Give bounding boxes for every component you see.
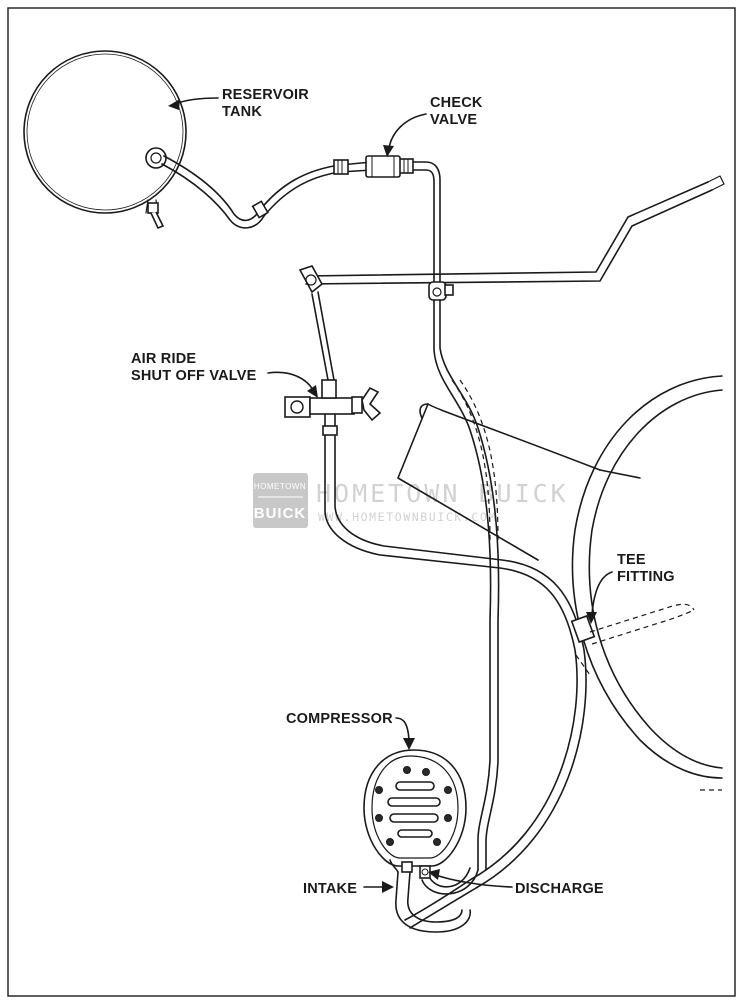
watermark-badge-top: HOMETOWN bbox=[254, 482, 306, 491]
air-ride-shut-off-valve bbox=[284, 379, 382, 436]
label-reservoir-1: RESERVOIR bbox=[222, 87, 309, 103]
check-valve bbox=[365, 155, 401, 178]
label-tee-1: TEE bbox=[617, 552, 646, 568]
watermark: HOMETOWN BUICK HOMETOWN BUICK WWW.HOMETO… bbox=[253, 473, 566, 528]
label-compressor: COMPRESSOR bbox=[286, 711, 393, 727]
page-border bbox=[7, 7, 736, 997]
watermark-badge bbox=[253, 473, 308, 528]
frame-crossmember bbox=[305, 175, 725, 285]
label-air-ride-1: AIR RIDE bbox=[131, 351, 196, 367]
line-clip bbox=[428, 281, 454, 301]
reservoir-tank bbox=[23, 50, 187, 230]
label-check-2: VALVE bbox=[430, 112, 477, 128]
watermark-url: WWW.HOMETOWNBUICK.COM bbox=[318, 510, 497, 524]
valve-feed-line bbox=[298, 265, 335, 381]
tee-fitting bbox=[570, 603, 695, 676]
label-reservoir-2: TANK bbox=[222, 104, 262, 120]
label-tee-2: FITTING bbox=[617, 569, 675, 585]
label-discharge: DISCHARGE bbox=[515, 881, 604, 897]
label-intake: INTAKE bbox=[303, 881, 357, 897]
axle-housing bbox=[397, 375, 723, 791]
compressor bbox=[363, 749, 467, 879]
watermark-badge-bottom: BUICK bbox=[254, 505, 307, 522]
label-air-ride-2: SHUT OFF VALVE bbox=[131, 368, 257, 384]
labels: RESERVOIR TANK CHECK VALVE AIR RIDE SHUT… bbox=[131, 87, 675, 897]
intake-tubing bbox=[389, 859, 471, 933]
leader-arrows bbox=[168, 97, 613, 893]
label-check-1: CHECK bbox=[430, 95, 483, 111]
upper-tubing bbox=[161, 155, 441, 283]
